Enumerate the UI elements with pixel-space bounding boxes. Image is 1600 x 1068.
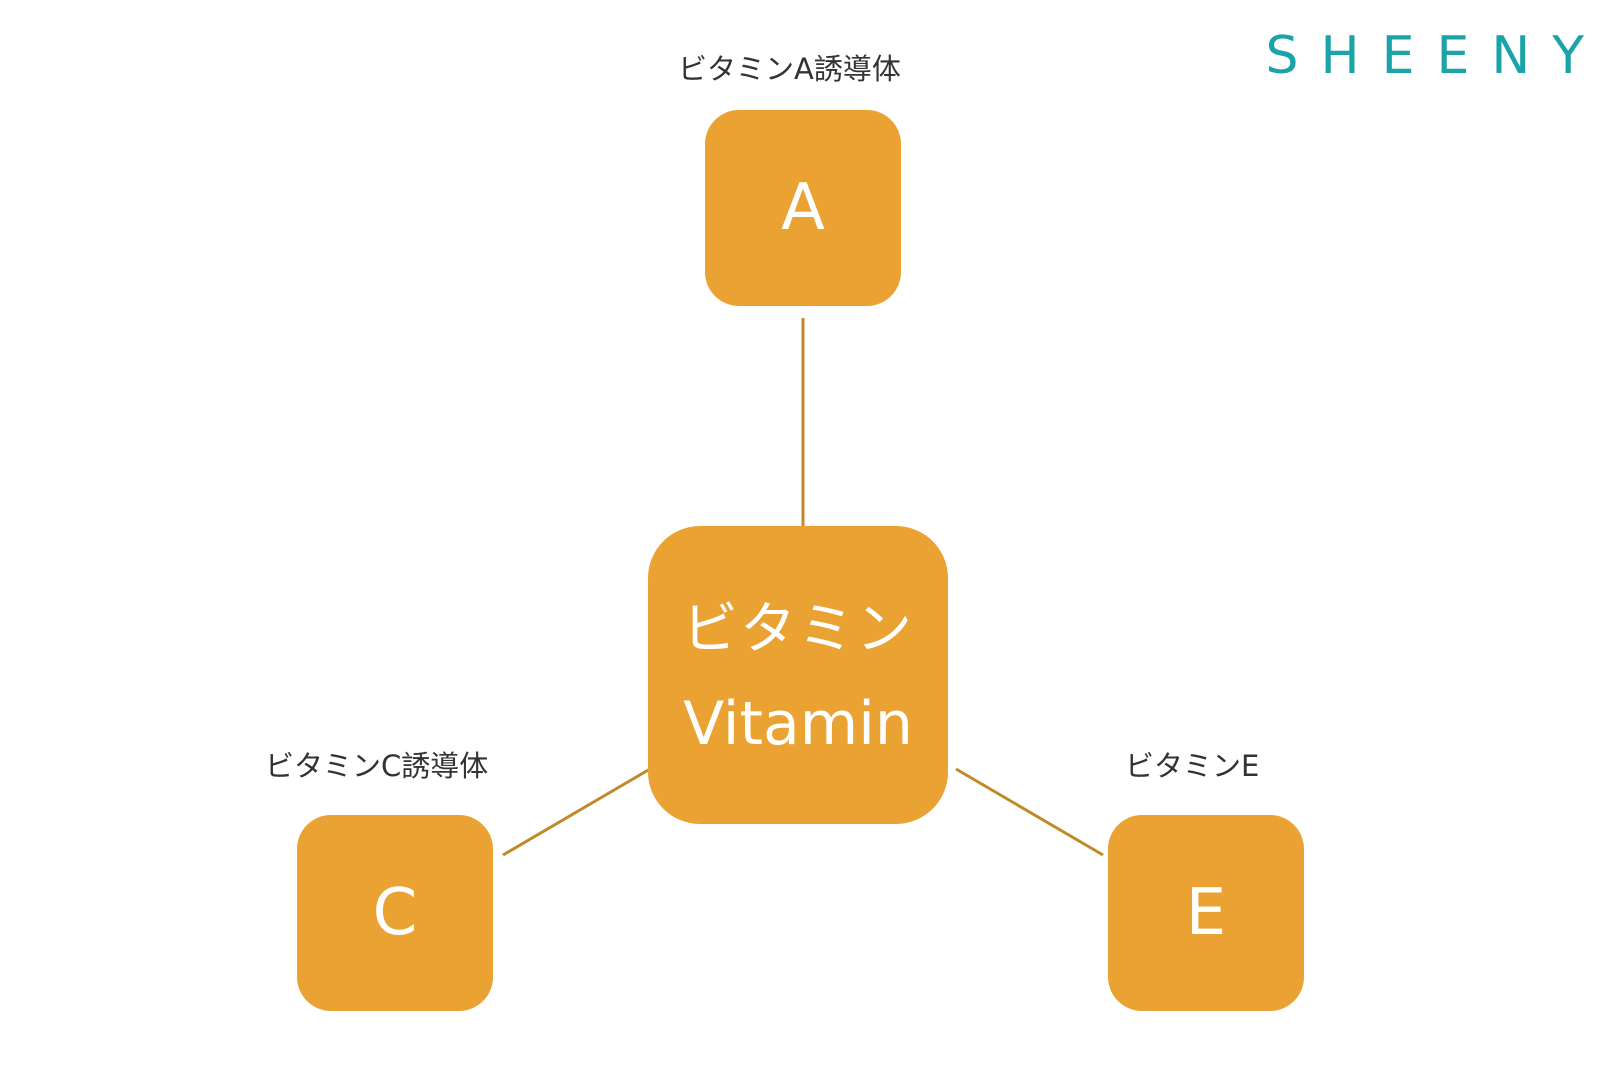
node-letter-e: E bbox=[1185, 876, 1227, 950]
node-vitamin-c: C bbox=[297, 815, 493, 1011]
caption-vitamin-e: ビタミンE bbox=[1125, 749, 1260, 783]
node-letter-c: C bbox=[372, 876, 418, 950]
sheeny-logo: SHEENY bbox=[1265, 26, 1600, 86]
node-vitamin-a: A bbox=[705, 110, 901, 306]
connector-center-to-e bbox=[955, 767, 1104, 857]
center-label-english: Vitamin bbox=[683, 689, 913, 759]
center-label-japanese: ビタミン bbox=[682, 597, 914, 662]
connector-center-to-c bbox=[502, 767, 651, 857]
node-vitamin-e: E bbox=[1108, 815, 1304, 1011]
caption-vitamin-a: ビタミンA誘導体 bbox=[678, 52, 901, 86]
caption-vitamin-c: ビタミンC誘導体 bbox=[265, 749, 489, 783]
node-letter-a: A bbox=[781, 171, 825, 245]
node-vitamin-center: ビタミン Vitamin bbox=[648, 526, 948, 824]
